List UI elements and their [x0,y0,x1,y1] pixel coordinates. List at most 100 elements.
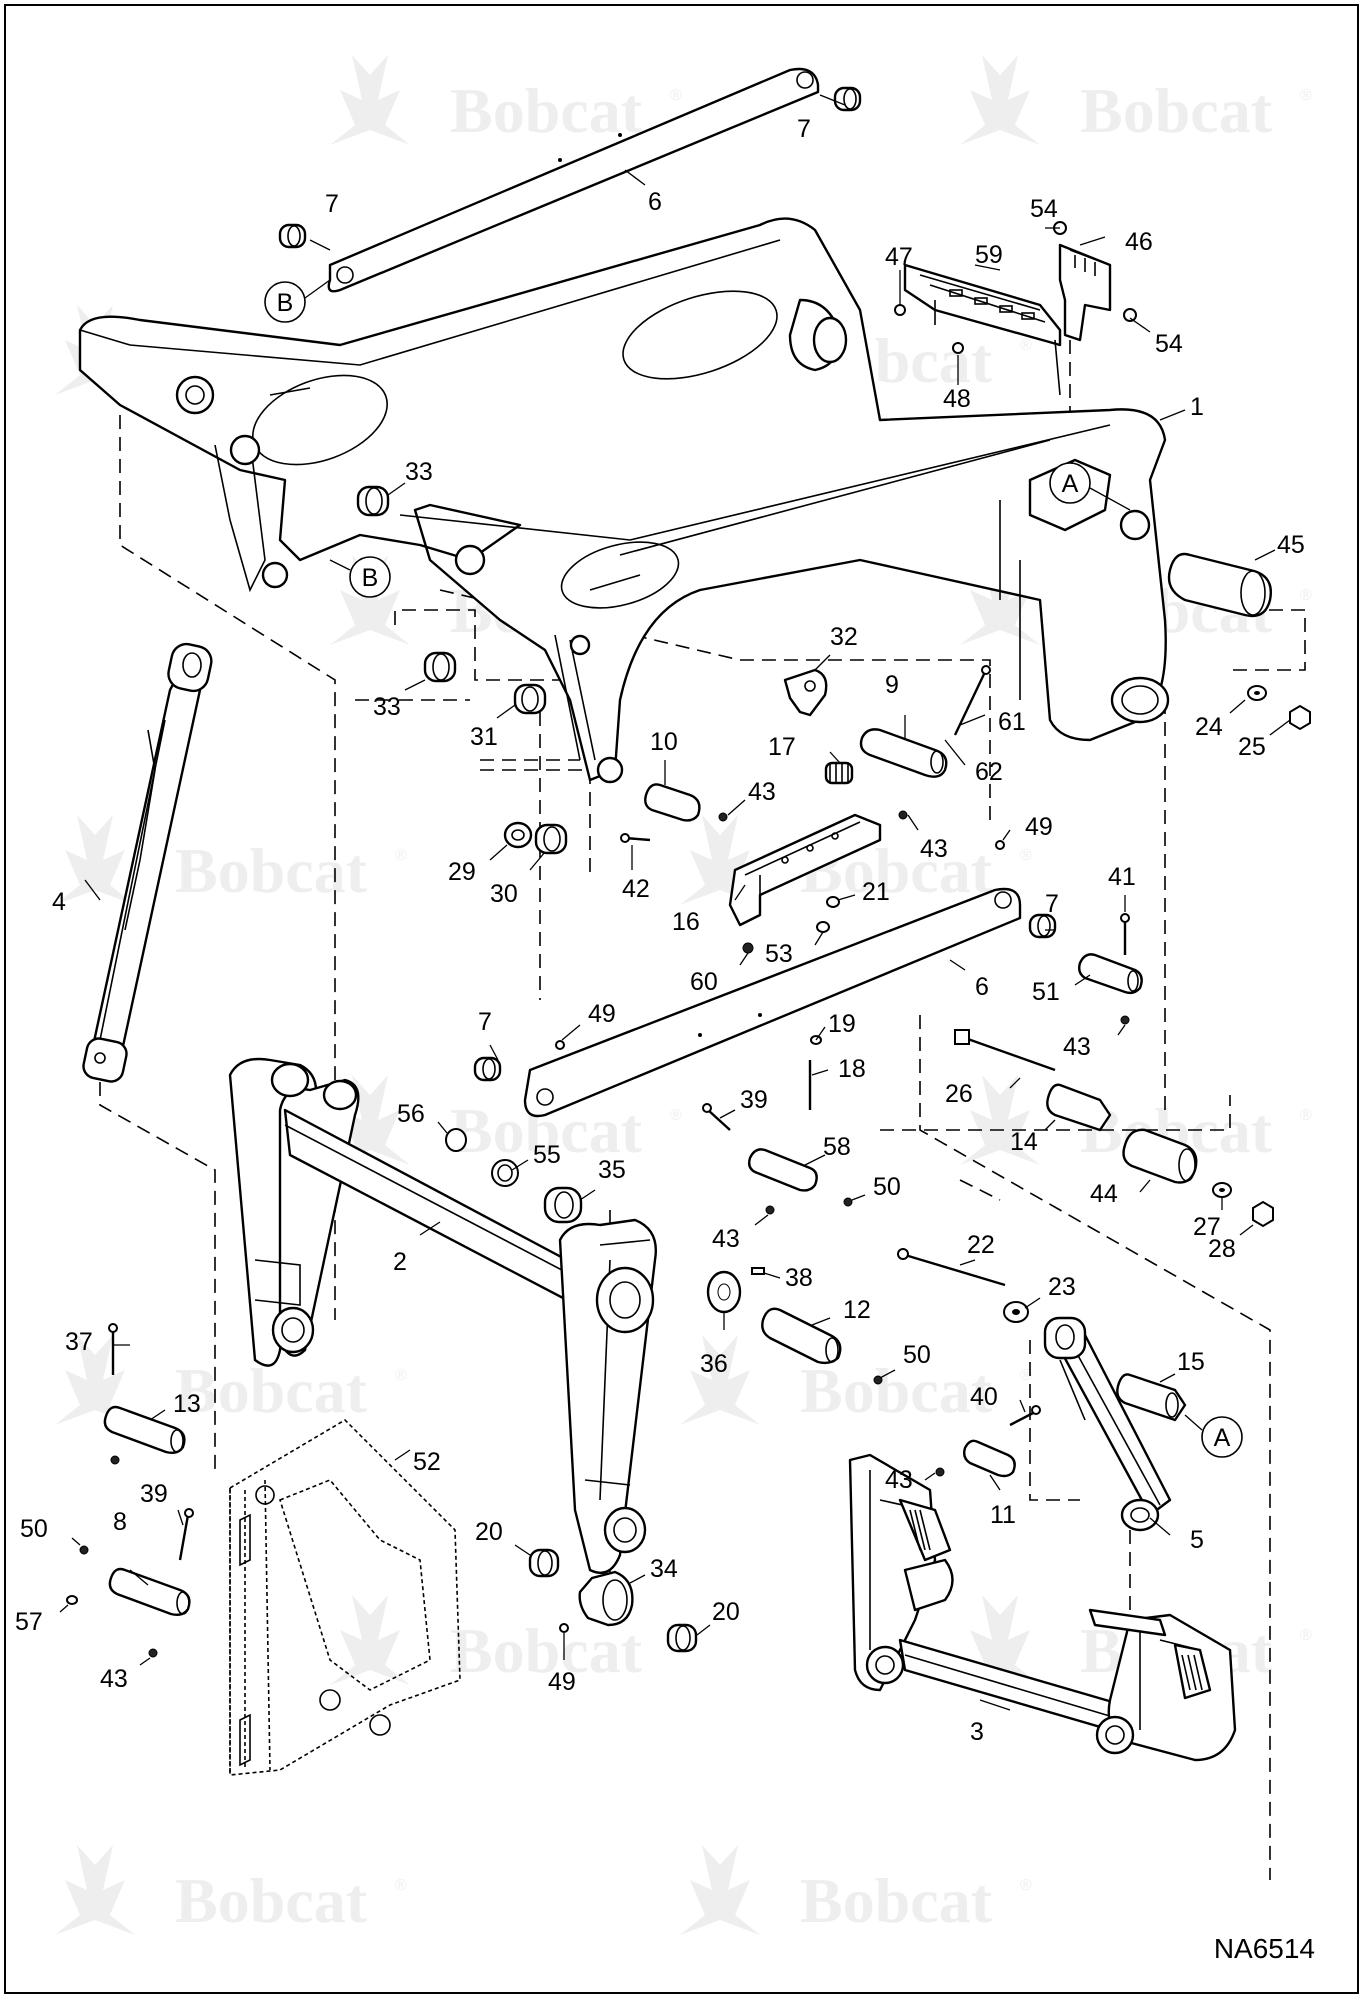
callout-b-top: B [264,281,306,323]
label-62: 62 [975,758,1003,786]
hardware-21 [826,896,840,908]
label-7: 7 [797,115,811,143]
part-bushing-33-bottom [423,651,457,683]
label-25: 25 [1238,733,1266,761]
svg-text:®: ® [1300,1107,1312,1124]
label-18: 18 [838,1055,866,1083]
part-oring-56 [445,1128,467,1152]
part-bushing-20-left [528,1548,560,1578]
svg-text:®: ® [1020,1367,1032,1384]
label-56: 56 [397,1100,425,1128]
label-29: 29 [448,858,476,886]
label-7: 7 [478,1008,492,1036]
part-bushing-29 [503,821,533,849]
part-bushing-44 [1122,1128,1198,1184]
label-40: 40 [970,1383,998,1411]
label-43: 43 [1063,1033,1091,1061]
hardware-42 [620,833,651,843]
label-39: 39 [140,1480,168,1508]
label-16: 16 [672,908,700,936]
hardware-39b [178,1508,194,1561]
label-46: 46 [1125,228,1153,256]
label-10: 10 [650,728,678,756]
svg-text:®: ® [1300,587,1312,604]
label-4: 4 [52,888,66,916]
svg-text:®: ® [1020,1877,1032,1894]
watermark-layer: Bobcat® Bobcat® Bobcat® Bobcat® Bobcat® … [55,55,1312,1936]
label-17: 17 [768,733,796,761]
svg-text:Bobcat: Bobcat [175,1865,368,1936]
part-nut-28 [1252,1200,1274,1228]
part-link-frame-2 [228,1057,657,1575]
label-43: 43 [885,1466,913,1494]
label-7: 7 [1045,890,1059,918]
label-59: 59 [975,241,1003,269]
svg-text:®: ® [670,87,682,104]
label-6: 6 [648,188,662,216]
part-attachment-plate-3 [848,1453,1237,1762]
label-6: 6 [975,973,989,1001]
watermark: Bobcat ® [680,1335,1032,1426]
label-27: 27 [1193,1213,1221,1241]
svg-text:®: ® [1020,337,1032,354]
hardware-54-bottom [1123,308,1137,322]
svg-text:B: B [277,289,294,317]
part-washer-36 [706,1270,742,1314]
label-28: 28 [1208,1235,1236,1263]
svg-text:Bobcat: Bobcat [450,75,643,146]
part-pin-58 [747,1148,818,1192]
hardware-43a [718,812,728,822]
hardware-37 [108,1323,118,1375]
hardware-47 [894,304,906,316]
hardware-43c [1120,1015,1130,1025]
watermark: Bobcat® [55,1335,407,1426]
part-bushing-31 [513,683,547,715]
part-cylinder-4 [82,642,213,1083]
svg-text:A: A [1214,1424,1231,1452]
part-labels: 7 6 7 54 46 47 59 54 48 1 33 45 33 32 9 … [15,115,1305,1746]
svg-text:®: ® [395,847,407,864]
watermark: Bobcat ® [330,55,682,146]
label-37: 37 [65,1328,93,1356]
part-washer-27 [1212,1182,1232,1198]
label-21: 21 [862,878,890,906]
part-nut-25 [1289,704,1311,731]
label-23: 23 [1048,1273,1076,1301]
hardware-39a [702,1103,731,1131]
part-pin-12 [761,1307,842,1365]
label-54: 54 [1155,330,1183,358]
hardware-43e [935,1467,945,1477]
label-36: 36 [700,1350,728,1378]
label-49: 49 [1025,813,1053,841]
part-bearing-34 [578,1570,634,1627]
svg-text:Bobcat: Bobcat [175,1355,368,1426]
part-pin-51 [1077,953,1143,995]
callout-a-bottom: A [1201,1416,1243,1458]
label-30: 30 [490,880,518,908]
part-mainframe-52 [229,1418,461,1776]
label-8: 8 [113,1508,127,1536]
part-pin-8 [108,1567,191,1617]
svg-text:A: A [1062,470,1079,498]
label-48: 48 [943,385,971,413]
watermark: Bobcat® [680,1845,1032,1936]
hardware-bolt-22 [897,1248,1006,1287]
hardware-49b [555,1040,565,1050]
watermark: Bobcat® [330,1075,682,1166]
hardware-bolt-26 [954,1029,1056,1072]
watermark: Bobcat® [55,815,407,906]
svg-text:Bobcat: Bobcat [800,1355,993,1426]
svg-text:®: ® [1300,87,1312,104]
callout-a-top: A [1049,462,1091,504]
part-pin-10 [644,783,701,822]
label-54: 54 [1030,195,1058,223]
label-12: 12 [843,1296,871,1324]
part-bracket-32 [783,668,828,717]
label-20: 20 [475,1518,503,1546]
label-5: 5 [1190,1526,1204,1554]
part-bushing-17 [824,761,854,785]
part-bushing-7-upper-right [833,86,862,112]
part-pin-9 [859,728,948,778]
svg-text:®: ® [1020,847,1032,864]
label-50: 50 [873,1173,901,1201]
